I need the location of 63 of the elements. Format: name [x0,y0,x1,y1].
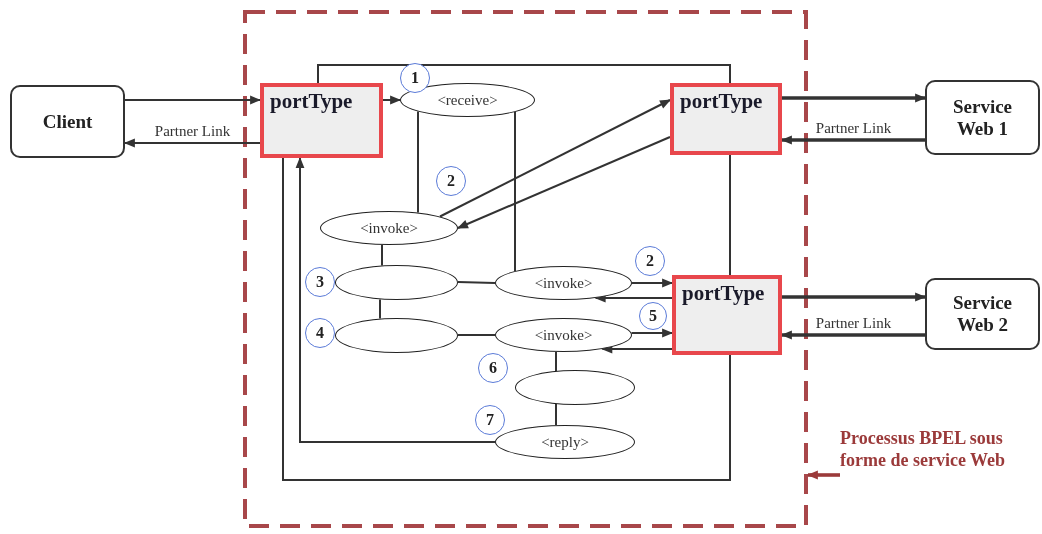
port-type-label: portType [682,281,765,305]
step-number-label: 2 [447,172,455,190]
client-box [10,85,125,158]
service-box [925,80,1040,155]
activity-ellipse [400,83,535,117]
step-number-label: 2 [646,252,654,270]
step-number-label: 1 [411,69,419,87]
note-text: Processus BPEL sous forme de service Web [840,428,1007,472]
connector-line [457,334,496,336]
step-number-label: 5 [649,307,657,325]
arrow [630,328,674,338]
step-number-label: 6 [489,359,497,377]
arrow [780,135,925,145]
step-number [305,267,335,297]
connector-line [417,110,419,214]
step-number-label: 4 [316,324,324,342]
box-label: Service Web 1 [951,95,1014,140]
activity-label: <invoke> [534,326,593,344]
arrow [457,136,671,229]
port-type-label: portType [680,89,763,113]
step-number [639,302,667,330]
arrow [295,156,496,443]
step-number [436,166,466,196]
arrow [782,292,927,302]
box-label: Service Web 2 [951,292,1014,336]
port-type-box [670,83,782,155]
activity-ellipse [335,318,458,353]
port-type-box [260,83,383,158]
step-number [478,353,508,383]
arrow [382,95,402,105]
arrow [782,93,927,103]
connector-line [457,281,496,284]
connector-line [555,350,557,372]
step-number [635,246,665,276]
connector-line [555,403,557,427]
box-label: Client [42,110,93,133]
connector-line [381,243,383,267]
connector-line [379,298,381,320]
arrow [780,330,925,340]
step-number [400,63,430,93]
step-number-label: 3 [316,273,324,291]
connector-line [729,154,731,276]
activity-ellipse [495,425,635,459]
connector-line [282,157,731,481]
step-number [475,405,505,435]
activity-ellipse [335,265,458,300]
port-type-label: portType [270,89,353,113]
arrow [123,138,261,148]
step-number-label: 7 [486,411,494,429]
process-boundary [243,10,808,528]
activity-label: <reply> [541,433,589,451]
activity-label: <invoke> [360,219,418,237]
activity-label: <invoke> [534,274,593,292]
connector-line [514,111,516,272]
arrow [806,470,840,480]
service-box [925,278,1040,350]
port-type-box [672,275,782,355]
activity-label: <receive> [437,91,498,109]
step-number [305,318,335,348]
arrow [439,99,671,218]
arrow [124,95,262,105]
connector-line [317,64,731,84]
arrow [631,278,674,288]
